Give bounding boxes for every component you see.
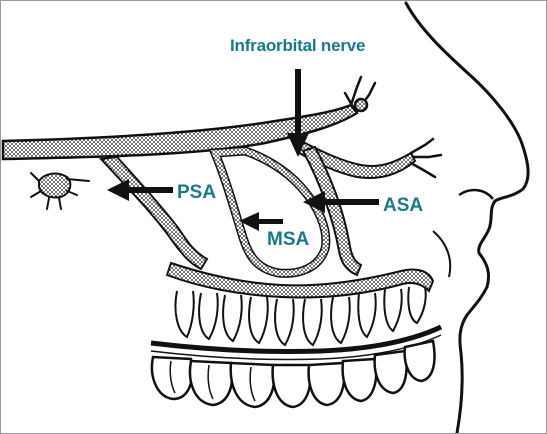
label-psa: PSA — [177, 183, 216, 202]
label-msa: MSA — [267, 230, 309, 249]
label-asa: ASA — [383, 196, 423, 215]
cheek-line — [433, 231, 450, 277]
nostril-curve — [459, 190, 493, 199]
label-infraorbital-nerve: Infraorbital nerve — [230, 37, 365, 54]
left-ganglion — [31, 173, 89, 209]
psa-branch — [101, 157, 207, 269]
gum-line — [151, 327, 441, 352]
maxillary-sinus-loop — [215, 151, 326, 273]
